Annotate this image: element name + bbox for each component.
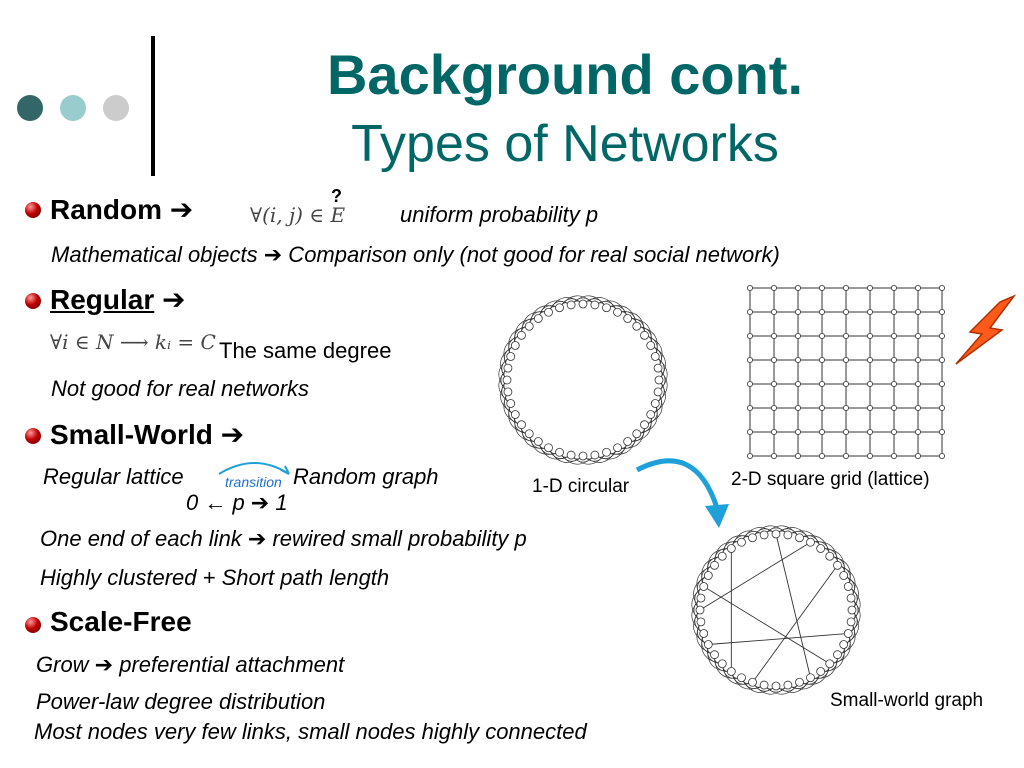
random-formula: ∀(i, j) ∈ E — [250, 203, 346, 227]
bullet-regular-icon — [25, 293, 41, 309]
decor-dot-2 — [60, 95, 86, 121]
scalefree-line-3: Most nodes very few links, small nodes h… — [34, 719, 587, 744]
regular-arrow-icon: ➔ — [162, 284, 186, 315]
circular-caption: 1-D circular — [532, 476, 630, 497]
circular-network-figure — [498, 295, 668, 465]
smallworld-network-figure — [691, 525, 861, 695]
network-nodes — [695, 529, 857, 691]
smallworld-left-label: Regular lattice — [43, 464, 184, 489]
transition-arc-icon — [218, 462, 290, 475]
bullet-random-icon — [25, 202, 41, 218]
network-edges — [498, 295, 668, 465]
regular-detail: Not good for real networks — [51, 376, 310, 401]
curved-arrow-icon — [635, 458, 729, 528]
random-arrow-icon: ➔ — [169, 194, 194, 225]
scalefree-line-2: Power-law degree distribution — [36, 689, 326, 714]
smallworld-heading: Small-World ➔ — [50, 418, 244, 451]
smallworld-line-2: Highly clustered + Short path length — [40, 565, 390, 590]
grid-network-figure — [747, 285, 945, 459]
smallworld-range: 0 ← p ➔ 1 — [186, 490, 288, 515]
decor-dot-3 — [103, 95, 129, 121]
random-detail: Mathematical objects ➔ Comparison only (… — [51, 242, 780, 267]
scalefree-heading: Scale-Free — [50, 606, 192, 637]
grid-nodes — [747, 285, 945, 459]
random-question-mark: ? — [331, 186, 342, 206]
smallworld-arrow-icon: ➔ — [220, 419, 245, 450]
regular-heading: Regular ➔ — [50, 283, 186, 316]
network-edges — [691, 525, 861, 695]
smallworld-caption: Small-world graph — [830, 690, 984, 711]
regular-heading-label: Regular — [50, 284, 155, 315]
transition-label: transition — [225, 474, 282, 490]
slide-title: Background cont. — [326, 43, 804, 106]
bullet-scalefree-icon — [25, 617, 41, 633]
random-heading-label: Random — [50, 194, 162, 225]
smallworld-line-1: One end of each link ➔ rewired small pro… — [40, 526, 527, 551]
random-heading: Random ➔ — [50, 193, 193, 226]
grid-edges — [749, 287, 943, 457]
smallworld-right-label: Random graph — [293, 464, 439, 489]
slide-subtitle: Types of Networks — [351, 115, 779, 173]
lightning-icon — [955, 294, 1017, 365]
decor-dot-1 — [17, 95, 43, 121]
regular-formula: ∀i ∈ N ⟶ kᵢ = C — [50, 330, 216, 354]
bullet-smallworld-icon — [25, 428, 41, 444]
random-note: uniform probability p — [400, 202, 599, 227]
header-divider — [151, 36, 155, 176]
scalefree-line-1: Grow ➔ preferential attachment — [36, 652, 345, 677]
network-nodes — [502, 299, 664, 461]
smallworld-heading-label: Small-World — [50, 419, 213, 450]
grid-caption: 2-D square grid (lattice) — [731, 469, 930, 490]
regular-note: The same degree — [219, 338, 392, 363]
